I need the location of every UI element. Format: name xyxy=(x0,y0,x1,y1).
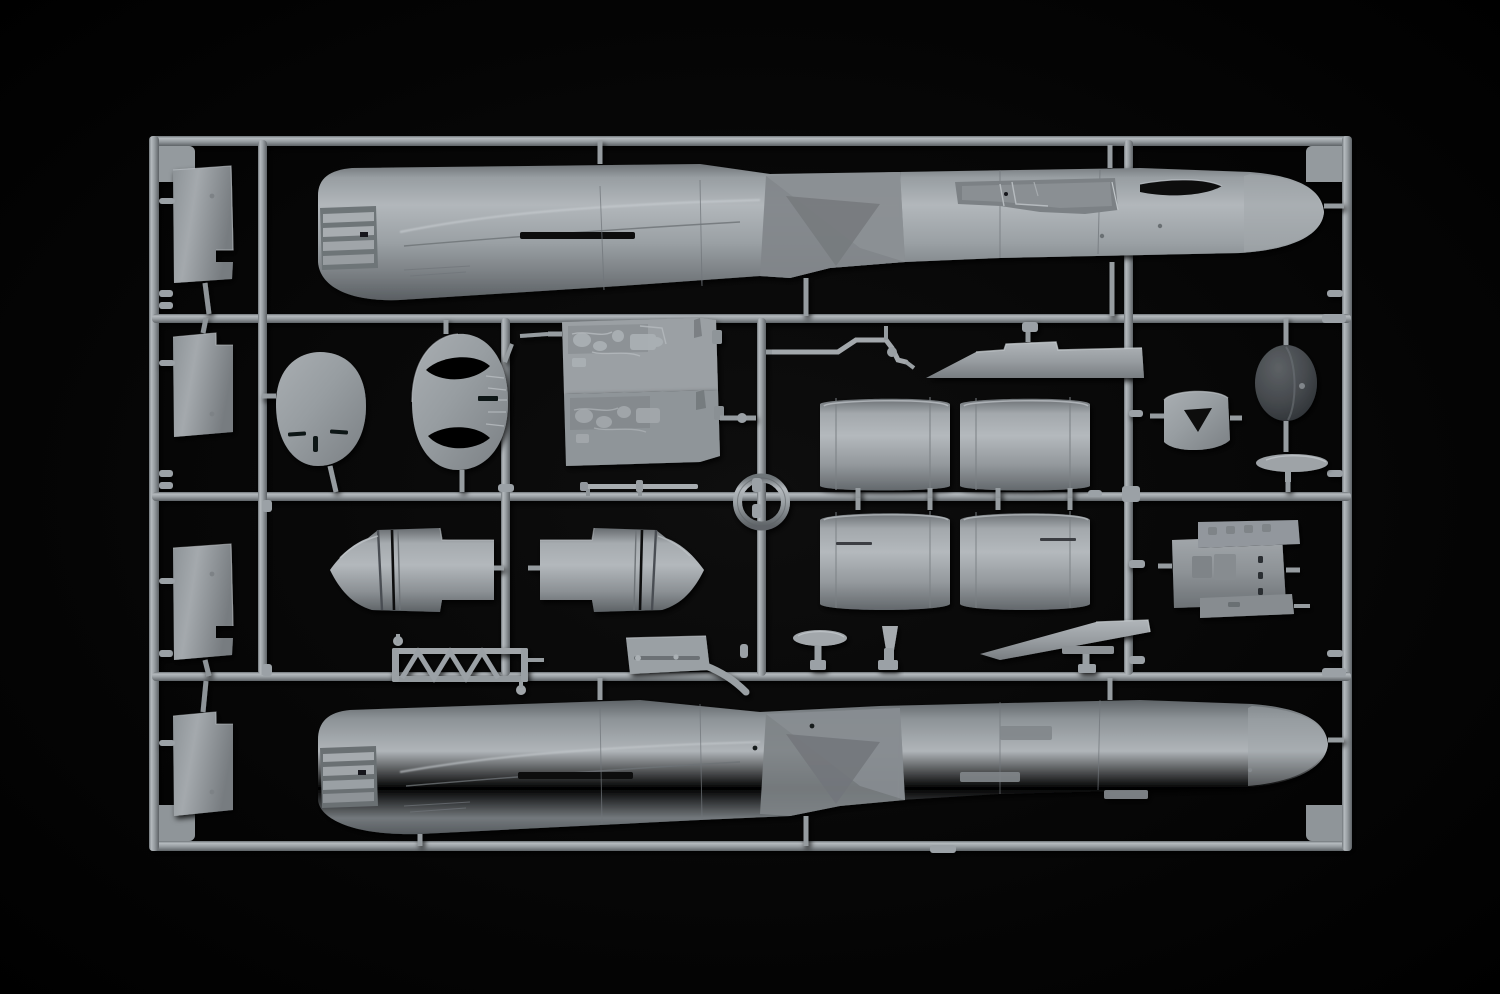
part-main-gear-door-upper-left xyxy=(159,165,234,315)
part-afterburner-can-upper-left xyxy=(820,397,950,500)
detail-exhaust-louvres-lower xyxy=(320,746,378,808)
detail-fuselage-slot-lower xyxy=(518,772,633,779)
part-cockpit-sidewall-port xyxy=(519,318,722,394)
part-radome-nose-cone xyxy=(1255,318,1317,452)
runner-v-5 xyxy=(1124,140,1133,675)
corner-gusset-br xyxy=(1306,805,1342,841)
part-nose-gear-bay-insert xyxy=(1129,390,1242,451)
part-group-gear-doors xyxy=(159,165,234,816)
detail-fuselage-slot xyxy=(520,232,635,239)
part-antenna-blister-small xyxy=(793,630,847,670)
runner-v-2 xyxy=(258,140,267,675)
part-afterburner-can-upper-right xyxy=(960,397,1090,500)
part-vertical-fin xyxy=(926,322,1144,378)
part-pitot-probe-cone xyxy=(878,626,898,670)
part-intake-duct-blank xyxy=(262,352,366,493)
part-lower-fuselage-half xyxy=(318,678,1344,846)
part-speed-brake-panel xyxy=(625,635,750,696)
part-afterburner-can-lower-left xyxy=(820,498,950,610)
runner-top xyxy=(150,136,1351,146)
sprue-frame xyxy=(149,136,1352,853)
sprue-gates xyxy=(262,314,1346,677)
part-boarding-ladder xyxy=(392,634,544,695)
part-main-gear-door-upper-right xyxy=(159,543,234,677)
part-intake-splitter-ring xyxy=(411,320,514,492)
part-main-gear-door-lower-left xyxy=(159,317,233,437)
runner-bottom xyxy=(150,841,1351,851)
runner-h-4 xyxy=(152,672,1351,681)
part-antenna-blade-fairing xyxy=(1256,454,1328,492)
part-gun-barrel-sprue-rod xyxy=(580,480,698,496)
runner-tabs xyxy=(159,290,1343,853)
detail-exhaust-louvres xyxy=(320,206,378,270)
part-nose-gear-strut xyxy=(766,326,916,370)
part-drop-tank-half-left xyxy=(330,527,504,612)
runner-v-4 xyxy=(757,318,766,676)
detail-cockpit-opening xyxy=(955,178,1119,214)
part-upper-fuselage-half xyxy=(318,141,1344,316)
part-main-gear-door-lower-right xyxy=(159,680,233,816)
part-cockpit-sidewall-starboard xyxy=(564,390,756,466)
runner-h-3 xyxy=(152,492,1351,501)
detail-canopy-cutout xyxy=(1140,179,1222,196)
part-group-afterburner-cans xyxy=(820,397,1140,610)
part-horizontal-stabilizer xyxy=(980,619,1151,673)
part-afterburner-can-lower-right xyxy=(960,498,1090,610)
sprue-center-ring xyxy=(733,473,790,531)
part-drop-tank-half-right xyxy=(528,527,704,612)
part-ejection-seat xyxy=(1129,520,1310,618)
corner-gusset-tr xyxy=(1306,146,1342,182)
runner-h-2 xyxy=(152,314,1351,323)
